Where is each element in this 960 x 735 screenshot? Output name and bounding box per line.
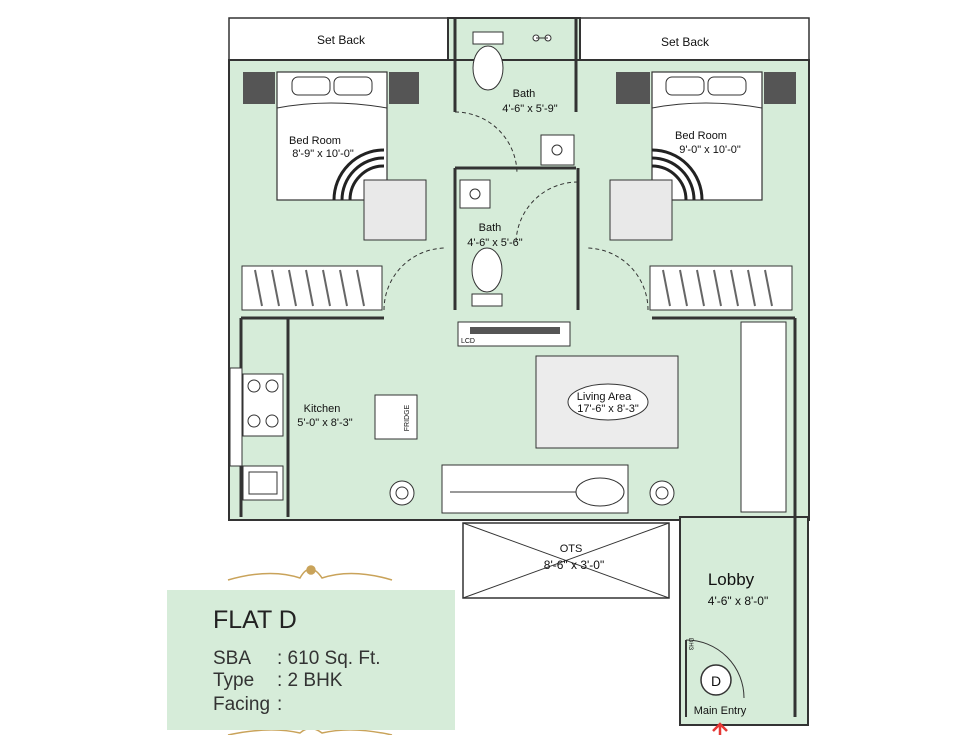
flat-title: FLAT D [213, 606, 297, 634]
fridge-label: FRIDGE [404, 404, 411, 431]
living-size: 17'-6" x 8'-3" [577, 403, 639, 415]
kitchen-counter [229, 367, 243, 467]
flat-row-value: : 610 Sq. Ft. [277, 648, 381, 669]
kitchen-sink [242, 465, 284, 501]
lcd-label: LCD [461, 338, 475, 345]
kitchen-label: Kitchen [304, 403, 341, 415]
living-rug-oval [567, 383, 649, 421]
bed-left [243, 71, 419, 201]
kitchen-size: 5'-0" x 8'-3" [297, 417, 353, 429]
rug-arc-left [332, 148, 385, 201]
flat-row-value: : 2 BHK [277, 670, 343, 691]
flat-row-key: Type [213, 670, 255, 691]
setback-right-label: Set Back [661, 35, 710, 49]
tap-top [532, 34, 552, 42]
ots-size: 8'-6" x 3'-0" [544, 558, 604, 572]
bath-top-size: 4'-6" x 5'-9" [502, 103, 558, 115]
entry-marker [700, 664, 732, 696]
bedroom-right-label: Bed Room [675, 130, 727, 142]
lobby-size: 4'-6" x 8'-0" [708, 594, 768, 608]
flat-row-type: Type : 2 BHK [213, 670, 342, 692]
flat-row-facing: Facing: [213, 694, 282, 716]
setback-left-label: Set Back [317, 33, 366, 47]
rug-arc-right [651, 148, 704, 201]
armchair [575, 477, 625, 507]
toilet-top [472, 31, 504, 91]
door-swings [383, 111, 649, 311]
entry-marker-label: D [711, 673, 721, 689]
living-label: Living Area [577, 391, 632, 403]
rug-right [609, 179, 673, 241]
door-code-label: DH3 [687, 638, 693, 651]
fridge [374, 394, 418, 440]
basin-center [459, 179, 491, 209]
main-door-swing [685, 639, 745, 699]
stove [242, 373, 284, 437]
flat-row-value: : [277, 694, 283, 715]
rug-left [363, 179, 427, 241]
lobby-sofa [740, 321, 787, 513]
ots-label: OTS [560, 543, 583, 555]
ornament-top [227, 565, 393, 581]
bedroom-left-size: 8'-9" x 10'-0" [292, 148, 354, 160]
flat-row-sba: SBA : 610 Sq. Ft. [213, 648, 381, 670]
toilet-center [471, 247, 503, 307]
bath-center-size: 4'-6" x 5'-6" [467, 237, 523, 249]
bedroom-left-label: Bed Room [289, 135, 341, 147]
bath-top-label: Bath [513, 88, 536, 100]
plant-left [389, 480, 415, 506]
flat-row-key: Facing [213, 694, 271, 715]
bed-right [616, 71, 796, 201]
setback-left-area [228, 17, 449, 61]
entry-arrow-icon [712, 722, 728, 735]
plant-right [649, 480, 675, 506]
flat-info-panel: FLAT D SBA : 610 Sq. Ft. Type : 2 BHK Faci… [167, 590, 455, 730]
bedroom-right-size: 9'-0" x 10'-0" [679, 144, 741, 156]
setback-right-area [579, 17, 810, 61]
flat-row-key: SBA [213, 648, 252, 669]
bath-center-label: Bath [479, 222, 502, 234]
lobby-label: Lobby [708, 570, 755, 589]
main-entry-label: Main Entry [694, 705, 747, 717]
basin-top [540, 134, 575, 166]
